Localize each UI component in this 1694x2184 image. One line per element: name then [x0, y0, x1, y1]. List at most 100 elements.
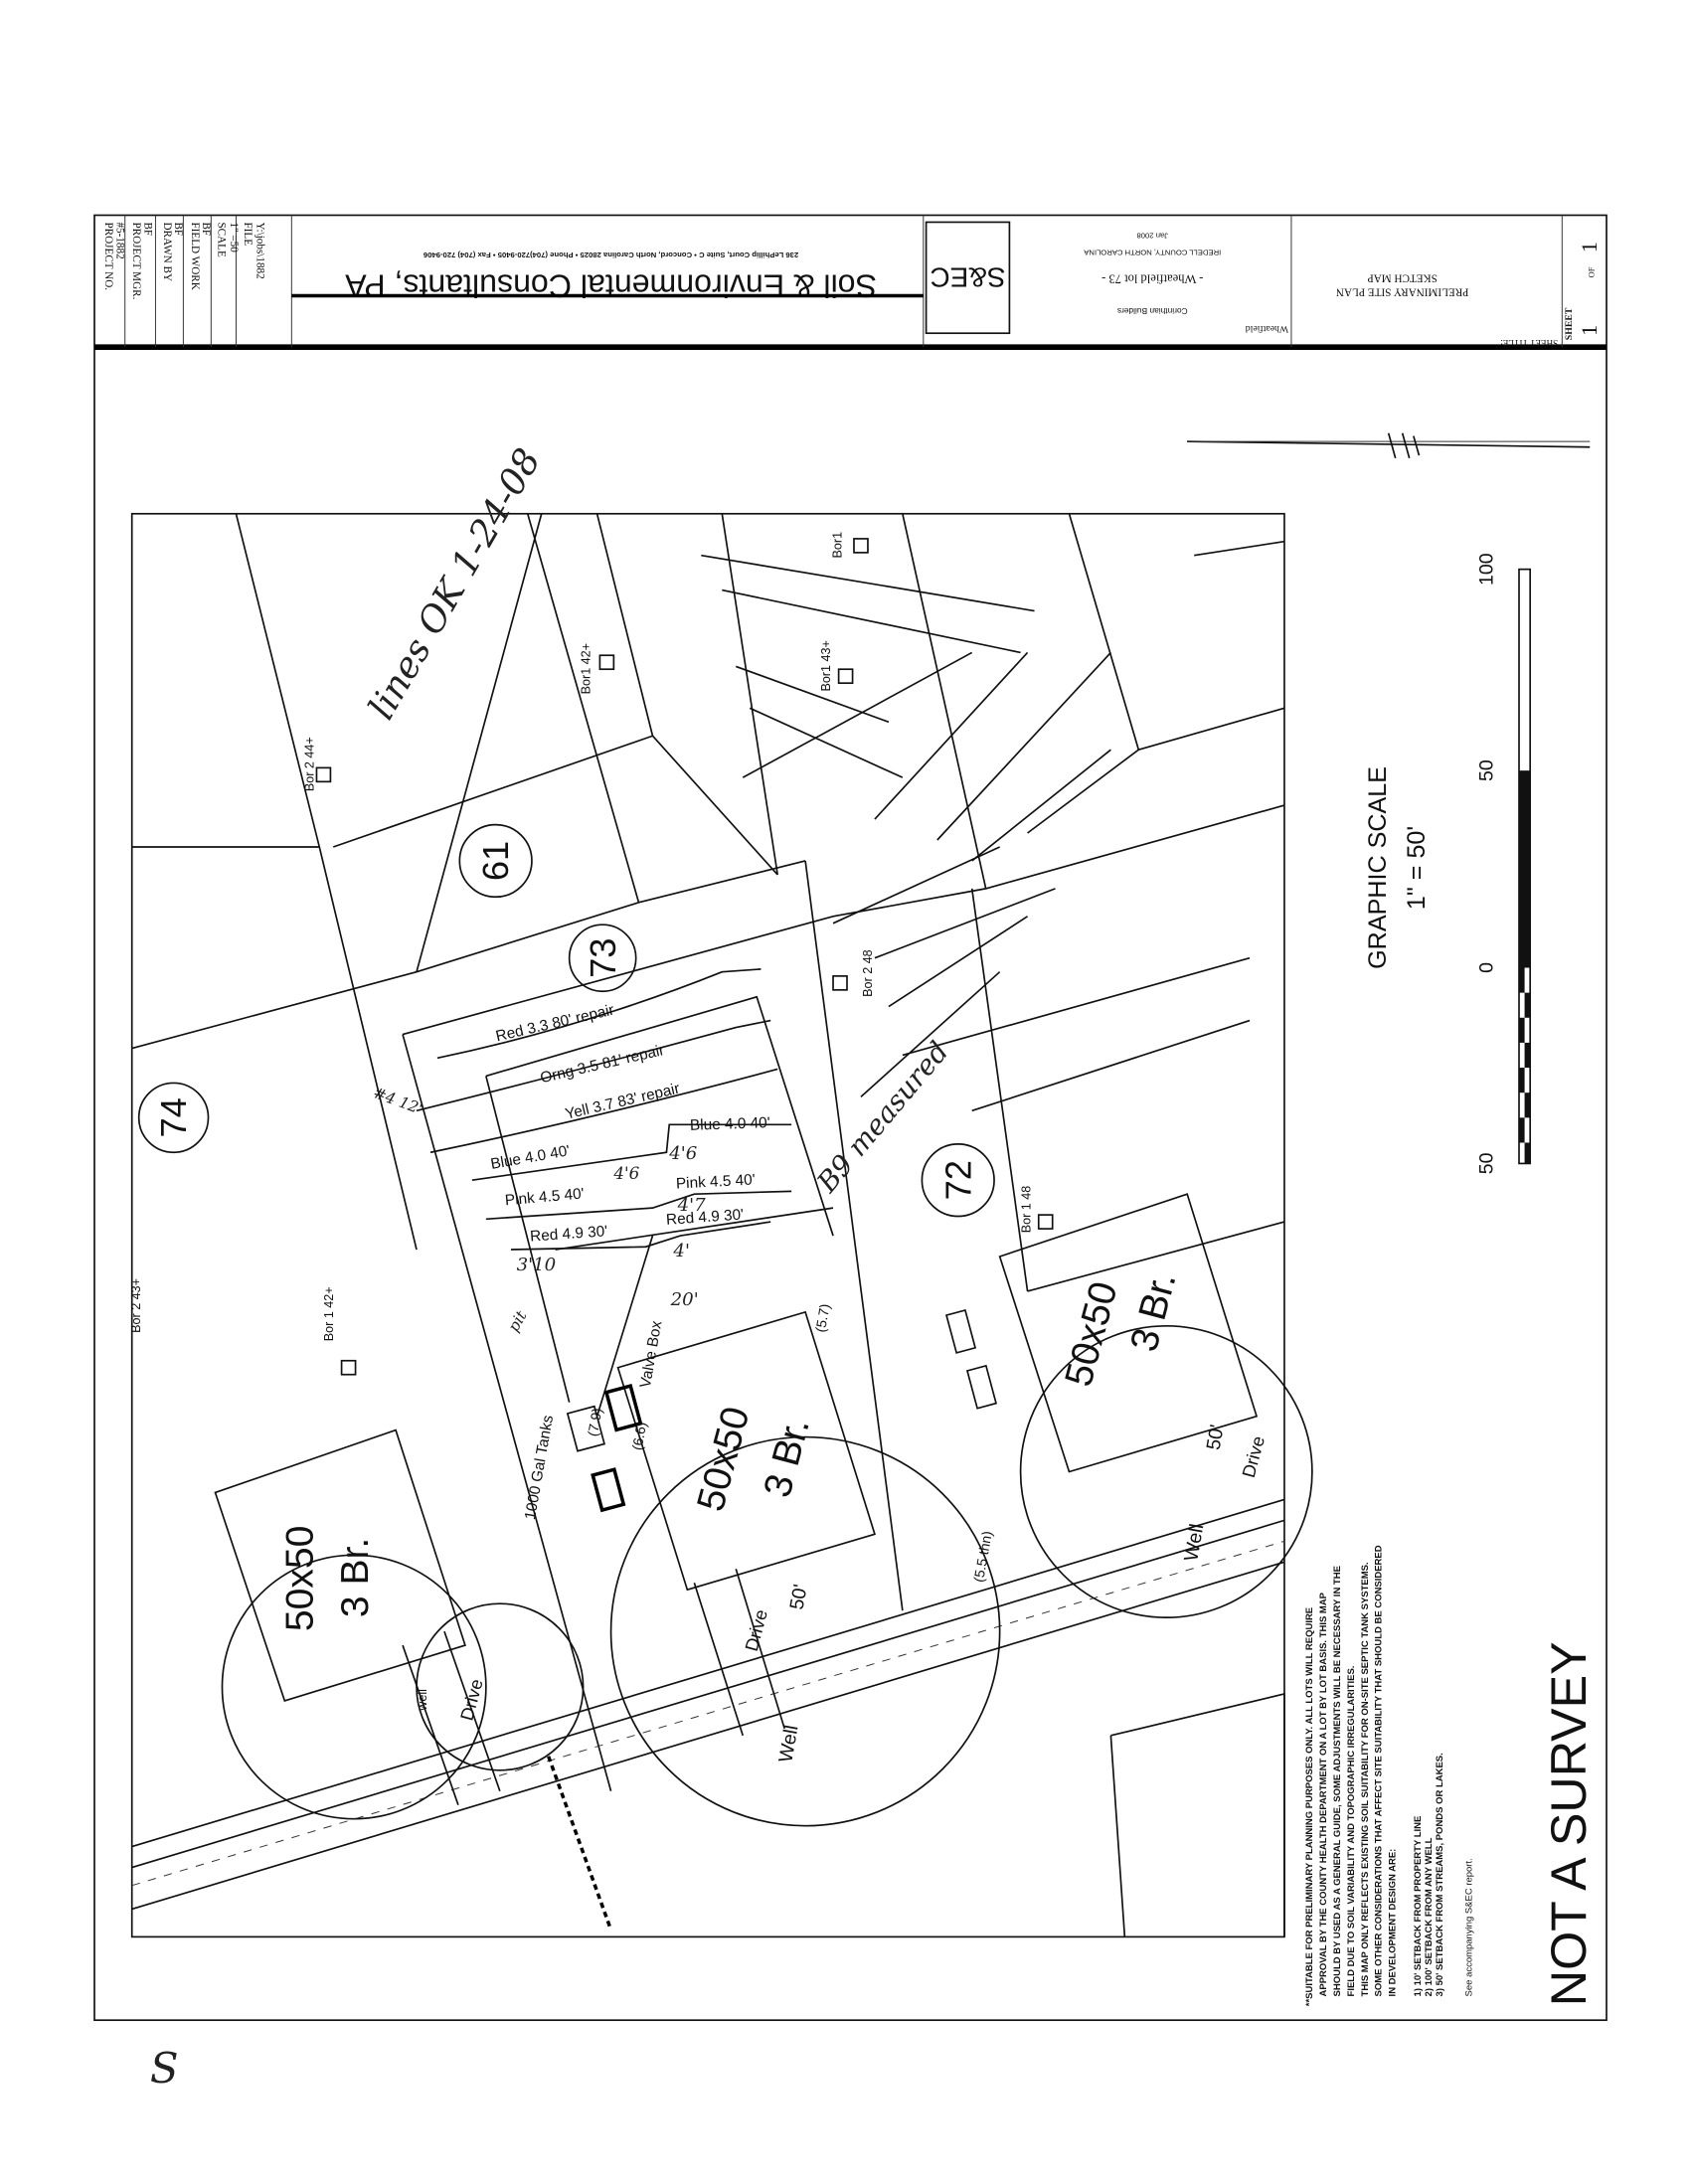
house-size-74: 50x50: [278, 1526, 321, 1632]
note-line: SHOULD BY USED AS A GENERAL GUIDE, SOME …: [1332, 1566, 1343, 1996]
handwritten-pit: pit: [504, 1307, 530, 1335]
sheet-border: [93, 214, 1608, 2022]
not-a-survey-stamp: NOT A SURVEY: [1540, 1641, 1597, 2006]
flag-line-pink-left: Pink 4.5 40': [504, 1185, 585, 1209]
depth-6-6: (6.6): [628, 1421, 649, 1451]
client-name: Corinthian Builders: [1117, 306, 1188, 316]
note-line: APPROVAL BY THE COUNTY HEALTH DEPARTMENT…: [1318, 1593, 1329, 1996]
handwritten-lines-ok: lines OK 1-24-08: [360, 441, 550, 727]
drawn-by: BF: [172, 222, 184, 236]
boring-label: Bor1: [830, 532, 844, 559]
drive-label-72: Drive: [1239, 1433, 1269, 1479]
note-line: THIS MAP ONLY REFLECTS EXISTING SOIL SUI…: [1360, 1562, 1371, 1996]
well-label-74: well: [416, 1689, 429, 1712]
lot-number-73: 73: [583, 938, 623, 978]
boring-label: Bor 2 44+: [303, 737, 317, 791]
sheet-title-2: SKETCH MAP: [1367, 272, 1437, 284]
handwritten-20: 20': [670, 1289, 699, 1310]
scale-tick-0: 0: [1475, 962, 1497, 973]
company-address: 236 LePhillip Court, Suite C • Concord, …: [424, 251, 798, 259]
handwritten-page-mark: S: [150, 2044, 179, 2093]
lot-numbers: 61 73 74 72: [137, 823, 995, 1218]
field-work-label: FIELD WORK: [189, 222, 201, 289]
graphic-scale-ratio: 1" = 50': [1403, 826, 1431, 910]
flag-line-blue-right: Blue 4.0 40': [690, 1114, 770, 1134]
handwritten-4-12: #4 12': [371, 1084, 424, 1117]
company-logo-text: S&EC: [930, 262, 1005, 293]
lot-number-61: 61: [475, 841, 516, 881]
project-mgr-label: PROJECT MGR.: [130, 222, 142, 299]
well-distance-72: 50': [1203, 1423, 1229, 1451]
handwritten-4: 4': [672, 1241, 690, 1261]
flag-line-red-right: Red 4.9 30': [666, 1206, 745, 1228]
sheet-number: 1: [1577, 325, 1602, 336]
north-arrow-icon: [1187, 432, 1591, 459]
house-br-72: 3 Br.: [1122, 1267, 1184, 1356]
flag-line-yell-repair: Yell 3.7 83' repair: [564, 1081, 681, 1123]
handwritten-4-6-right: 4'6: [668, 1143, 697, 1164]
boring-labels: Bor 2 44+ Bor1 42+ Bor1 43+ Bor1 Bor 2 4…: [129, 532, 1033, 1341]
depth-7-9: (7.9): [585, 1407, 605, 1437]
setback-line: 2) 100' SETBACK FROM ANY WELL: [1424, 1837, 1435, 1996]
boring-label: Bor 1 42+: [322, 1286, 336, 1341]
boring-label: Bor1 43+: [819, 640, 833, 691]
project-no-label: PROJECT NO.: [102, 222, 114, 290]
house-size-73: 50x50: [689, 1403, 758, 1516]
scale-tick-100: 100: [1475, 553, 1497, 586]
house-labels: 50x50 3 Br. 50x50 3 Br. 50x50 3 Br. Driv…: [278, 1267, 1269, 1764]
boring-label: Bor 2 48: [861, 949, 875, 997]
scale-value: 1" =50: [228, 222, 240, 252]
graphic-scale-title: GRAPHIC SCALE: [1364, 766, 1392, 969]
drive-label-73: Drive: [742, 1607, 771, 1653]
lot-number-72: 72: [937, 1160, 978, 1200]
project-no: #5-1882: [113, 222, 125, 258]
flag-line-red-repair: Red 3.3 80' repair: [494, 1001, 615, 1045]
sheet-title-label: SHEET TITLE:: [1500, 338, 1558, 348]
scale-label: SCALE: [215, 222, 227, 257]
county: IREDELL COUNTY, NORTH CAROLINA: [1083, 248, 1221, 256]
sheet-title-1: PRELIMINARY SITE PLAN: [1336, 286, 1468, 298]
handwritten-3-10: 3'10: [517, 1255, 557, 1275]
note-line: SOME OTHER CONSIDERATIONS THAT AFFECT SI…: [1374, 1545, 1385, 1996]
house-size-72: 50x50: [1058, 1277, 1126, 1391]
well-label-72: Well: [1180, 1522, 1208, 1563]
well-distance-73: 50': [786, 1583, 812, 1611]
handwritten-4-7: 4'7: [677, 1195, 707, 1216]
scale-tick-50-neg: 50: [1475, 1152, 1497, 1174]
sheet-label: SHEET: [1564, 307, 1575, 340]
project-mgr: BF: [141, 222, 153, 236]
report-reference: See accompanying S&EC report.: [1464, 1858, 1475, 1996]
handwritten-4-6-left: 4'6: [612, 1163, 639, 1183]
tanks-label: 1000 Gal Tanks: [522, 1414, 557, 1521]
flag-line-pink-right: Pink 4.5 40': [676, 1171, 757, 1192]
scale-tick-50: 50: [1475, 759, 1497, 781]
well-label-73: Well: [774, 1724, 802, 1764]
map-frame: [130, 512, 1285, 1938]
note-line: IN DEVELOPMENT DESIGN ARE:: [1388, 1849, 1399, 1997]
sheet-total: 1: [1577, 242, 1602, 252]
boring-label: Bor 2 43+: [129, 1278, 143, 1333]
sheet-of: OF: [1587, 266, 1596, 277]
depth-5-7: (5.7): [812, 1302, 833, 1333]
graphic-scale: 100 50 0 50 GRAPHIC SCALE 1" = 50': [1364, 553, 1532, 1174]
project-name: - Wheatfield lot 73 -: [1101, 272, 1203, 286]
house-br-73: 3 Br.: [756, 1414, 817, 1502]
boring-label: Bor 1 48: [1019, 1186, 1033, 1234]
setback-line: 1) 10' SETBACK FROM PROPERTY LINE: [1413, 1816, 1424, 1997]
drawn-by-label: DRAWN BY: [161, 222, 173, 281]
company-name: Soil & Environmental Consultants, PA: [345, 268, 877, 304]
notes: **SUITABLE FOR PRELIMINARY PLANNING PURP…: [1304, 1545, 1475, 2006]
title-block: PROJECT NO. #5-1882 PROJECT MGR. BF DRAW…: [102, 215, 1602, 348]
setback-line: 3) 50' SETBACK FROM STREAMS, PONDS OR LA…: [1435, 1753, 1445, 1996]
date: Jan 2008: [1136, 232, 1168, 241]
map-linework: [131, 513, 1313, 1937]
flag-line-labels: Red 3.3 80' repair Orng 3.5 81' repair Y…: [416, 968, 792, 1251]
field-work: BF: [200, 222, 212, 236]
boring-label: Bor1 42+: [580, 643, 593, 694]
flag-line-orng-repair: Orng 3.5 81' repair: [539, 1042, 666, 1087]
file-path: Y:\jobs\1882: [254, 222, 265, 278]
company-logo: [925, 221, 1011, 335]
handwritten-notes: lines OK 1-24-08 B9 measured 3'10 4'6 4'…: [150, 441, 955, 2093]
file-label: FILE: [242, 222, 254, 246]
